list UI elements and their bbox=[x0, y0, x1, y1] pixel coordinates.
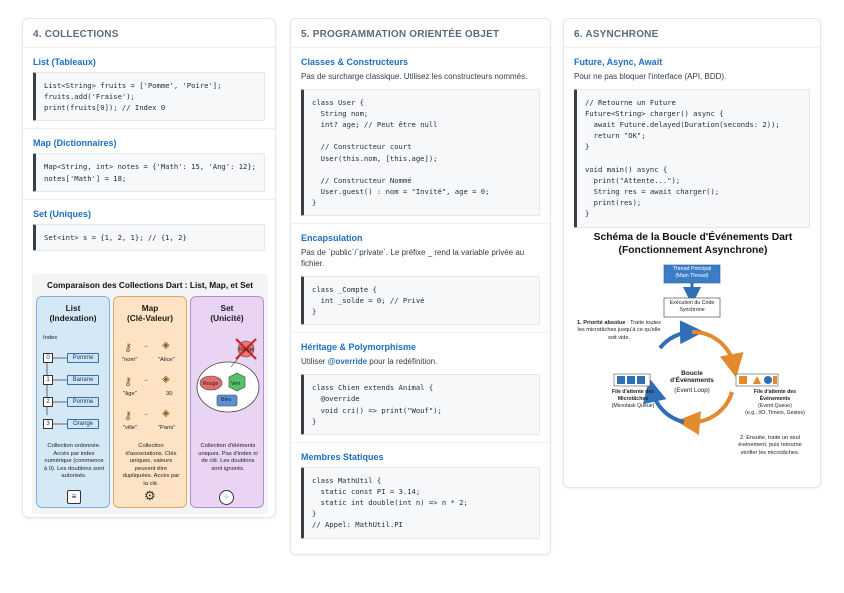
map-key-2: "ville" bbox=[123, 425, 138, 431]
classes-code: class User { String nom; int? age; // Pe… bbox=[301, 88, 540, 217]
set-item-0: Rouge bbox=[203, 381, 219, 387]
microtask-queue-sub: (Microtask Queue) bbox=[611, 403, 655, 409]
step-2-note: 2. Ensuite, traite un seul événement, pu… bbox=[738, 435, 802, 456]
collections-title: 4. COLLECTIONS bbox=[23, 19, 275, 48]
diagram-title: Schéma de la Boucle d'Événements Dart (F… bbox=[593, 232, 793, 256]
async-card: 6. ASYNCHRONE Future, Async, Await Pour … bbox=[563, 18, 821, 488]
event-queue-label: File d'attente des Événements bbox=[753, 389, 797, 402]
static-code: class MathUtil { static const PI = 3.14;… bbox=[301, 466, 540, 539]
static-section-title: Membres Statiques bbox=[301, 451, 384, 462]
key-icon: ⚷ bbox=[124, 376, 133, 388]
event-queue-sub: (Event Queue) (e.g., I/O, Timers, Gestes… bbox=[745, 403, 805, 416]
map-panel: Map (Clé-Valeur) ⚷ → ◈ "nom" "Alice" ⚷ →… bbox=[113, 296, 187, 508]
event-loop-label: Boucle d'Événements bbox=[670, 370, 714, 385]
async-title: 6. ASYNCHRONE bbox=[564, 19, 820, 48]
map-description: Collection d'associations. Clés uniques,… bbox=[122, 443, 180, 487]
inheritance-section-title: Héritage & Polymorphisme bbox=[301, 342, 417, 353]
set-section-title: Set (Uniques) bbox=[33, 208, 92, 219]
list-code: List<String> fruits = ['Pomme', 'Poire']… bbox=[33, 72, 265, 122]
set-description: Collection d'éléments uniques. Pas d'ind… bbox=[198, 443, 258, 472]
inheritance-text-post: pour la redéfinition. bbox=[367, 357, 438, 367]
map-value-1: 30 bbox=[166, 391, 173, 397]
map-code: Map<String, int> notes = {'Math': 15, 'A… bbox=[33, 153, 265, 192]
map-value-0: "Alice" bbox=[158, 357, 175, 363]
gear-icon: ⚙ bbox=[144, 488, 156, 503]
set-icon: ⁘ bbox=[219, 490, 234, 505]
future-text: Pour ne pas bloquer l'interface (API, BD… bbox=[574, 72, 727, 81]
set-item-1: Vert bbox=[231, 381, 241, 387]
map-arrow-icon: → bbox=[143, 343, 149, 349]
inheritance-code: class Chien extends Animal { @override v… bbox=[301, 374, 540, 435]
collections-card: 4. COLLECTIONS List (Tableaux) List<Stri… bbox=[22, 18, 276, 518]
classes-text: Pas de surcharge classique. Utilisez les… bbox=[301, 72, 528, 81]
list-description: Collection ordonnée. Accès par index num… bbox=[43, 443, 105, 480]
tag-icon: ◈ bbox=[162, 340, 170, 351]
list-heading: List (Indexation) bbox=[49, 303, 97, 323]
list-connectors bbox=[46, 353, 67, 425]
list-item-2: Pomme bbox=[67, 397, 99, 407]
oop-title: 5. PROGRAMMATION ORIENTÉE OBJET bbox=[291, 19, 550, 48]
index-0: 0 bbox=[43, 353, 53, 363]
oop-card: 5. PROGRAMMATION ORIENTÉE OBJET Classes … bbox=[290, 18, 551, 555]
set-cloud-graphic bbox=[196, 338, 260, 413]
set-rejected-label: Rouge bbox=[239, 347, 254, 353]
sync-exec-label: Exécution du Code Synchrone bbox=[669, 300, 715, 313]
key-icon: ⚷ bbox=[124, 410, 133, 422]
map-arrow-icon: → bbox=[143, 411, 149, 417]
event-loop-diagram: Schéma de la Boucle d'Événements Dart (F… bbox=[572, 232, 814, 479]
event-loop-graphic bbox=[613, 264, 779, 436]
encapsulation-code: class _Compte { int _solde = 0; // Privé… bbox=[301, 275, 540, 326]
collections-comparison-infographic: Comparaison des Collections Dart : List,… bbox=[32, 274, 268, 514]
future-section-title: Future, Async, Await bbox=[574, 57, 663, 67]
list-item-3: Orange bbox=[67, 419, 99, 429]
index-3: 3 bbox=[43, 419, 53, 429]
tag-icon: ◈ bbox=[162, 374, 170, 385]
list-panel: List (Indexation) Index 0 1 2 3 Pomme Ba… bbox=[36, 296, 110, 508]
list-icon: ≡ bbox=[67, 490, 81, 504]
inheritance-text: Utiliser @override pour la redéfinition. bbox=[301, 357, 540, 368]
index-label: Index bbox=[43, 335, 58, 341]
override-keyword: @override bbox=[327, 357, 368, 367]
comparison-title: Comparaison des Collections Dart : List,… bbox=[46, 280, 254, 290]
map-value-2: "Paris" bbox=[158, 425, 176, 431]
step-1-note: 1. Priorité absolue : Traite toutes les … bbox=[576, 320, 662, 342]
future-code: // Retourne un Future Future<String> cha… bbox=[574, 88, 810, 228]
classes-section-title: Classes & Constructeurs bbox=[301, 57, 409, 67]
set-item-2: Bleu bbox=[221, 397, 232, 403]
index-1: 1 bbox=[43, 375, 53, 385]
list-item-1: Banane bbox=[67, 375, 99, 385]
encapsulation-text: Pas de `public`/`private`. Le préfixe _ … bbox=[301, 248, 525, 269]
index-2: 2 bbox=[43, 397, 53, 407]
list-section-title: List (Tableaux) bbox=[33, 57, 96, 67]
microtask-queue-label: File d'attente des Microtâches bbox=[611, 389, 655, 402]
key-icon: ⚷ bbox=[124, 342, 133, 354]
encapsulation-section-title: Encapsulation bbox=[301, 233, 363, 244]
event-loop-sub: (Event Loop) bbox=[674, 387, 710, 394]
set-code: Set<int> s = {1, 2, 1}; // {1, 2} bbox=[33, 223, 265, 251]
list-item-0: Pomme bbox=[67, 353, 99, 363]
step-1-text: : Traite toutes les microtâches jusqu'à … bbox=[577, 320, 661, 341]
inheritance-text-pre: Utiliser bbox=[301, 357, 328, 367]
map-section-title: Map (Dictionnaires) bbox=[33, 138, 117, 149]
set-heading: Set (Unicité) bbox=[210, 303, 244, 323]
main-thread-label: Thread Principal (Main Thread) bbox=[672, 266, 712, 279]
map-key-1: "âge" bbox=[123, 391, 137, 397]
map-key-0: "nom" bbox=[122, 357, 138, 363]
map-heading: Map (Clé-Valeur) bbox=[126, 303, 174, 323]
step-1-bold: 1. Priorité absolue bbox=[577, 320, 626, 326]
map-arrow-icon: → bbox=[143, 377, 149, 383]
set-panel: Set (Unicité) Rouge Rouge Vert Bleu Coll… bbox=[190, 296, 264, 508]
tag-icon: ◈ bbox=[162, 408, 170, 419]
